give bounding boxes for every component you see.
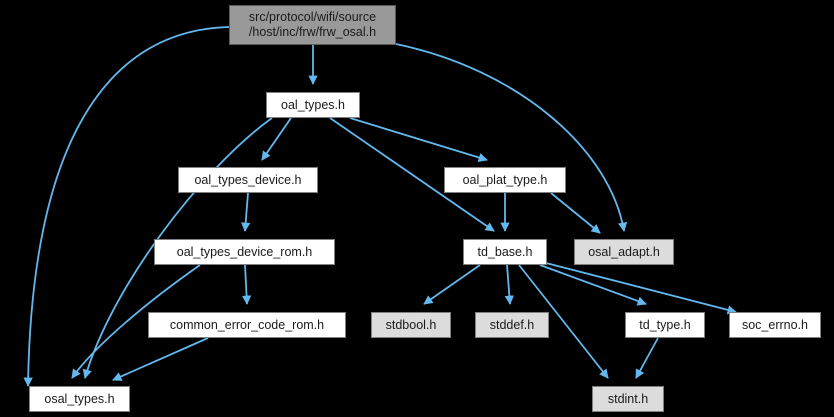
graph-node-label: stddef.h bbox=[489, 317, 535, 332]
graph-node-osal_types[interactable]: osal_types.h bbox=[29, 386, 130, 412]
graph-node-label: stdint.h bbox=[607, 391, 649, 406]
graph-node-label: td_base.h bbox=[477, 244, 533, 259]
graph-node-oal_plat_type[interactable]: oal_plat_type.h bbox=[444, 167, 566, 193]
graph-edge-oal_plat_type-to-osal_adapt bbox=[550, 192, 601, 234]
graph-node-label: common_error_code_rom.h bbox=[169, 317, 325, 332]
graph-node-common_error_code_rom[interactable]: common_error_code_rom.h bbox=[148, 312, 346, 338]
graph-node-label: src/protocol/wifi/source /host/inc/frw/f… bbox=[248, 10, 377, 39]
graph-edge-oal_types_device_rom-to-common_error_code_rom bbox=[241, 264, 252, 305]
graph-node-label: oal_plat_type.h bbox=[462, 172, 548, 187]
graph-node-label: stdbool.h bbox=[385, 317, 437, 332]
graph-node-label: oal_types.h bbox=[281, 97, 345, 112]
graph-edge-td_base-to-soc_errno bbox=[545, 262, 737, 315]
graph-edge-oal_types_device_rom-to-osal_types bbox=[71, 264, 201, 379]
graph-edge-oal_types_device-to-oal_types_device_rom bbox=[240, 192, 251, 232]
graph-node-oal_types[interactable]: oal_types.h bbox=[266, 92, 360, 118]
graph-edge-common_error_code_rom-to-osal_types bbox=[112, 337, 209, 381]
graph-node-oal_types_device_rom[interactable]: oal_types_device_rom.h bbox=[154, 239, 335, 265]
graph-node-label: osal_adapt.h bbox=[588, 244, 660, 259]
graph-node-stddef[interactable]: stddef.h bbox=[475, 312, 549, 338]
graph-edge-td_base-to-stddef bbox=[504, 264, 515, 305]
graph-node-frw_osal[interactable]: src/protocol/wifi/source /host/inc/frw/f… bbox=[229, 5, 396, 45]
graph-edge-oal_types-to-osal_types bbox=[82, 117, 273, 379]
graph-node-td_type[interactable]: td_type.h bbox=[625, 312, 705, 338]
graph-node-label: td_type.h bbox=[639, 317, 691, 332]
graph-edge-oal_types-to-oal_types_device bbox=[261, 117, 292, 161]
graph-edge-oal_types-to-oal_plat_type bbox=[349, 117, 488, 163]
graph-node-stdint[interactable]: stdint.h bbox=[592, 386, 664, 412]
graph-edge-td_base-to-stdint bbox=[518, 264, 609, 379]
graph-edge-td_type-to-stdint bbox=[635, 337, 659, 379]
graph-node-label: osal_types.h bbox=[44, 391, 115, 406]
graph-node-oal_types_device[interactable]: oal_types_device.h bbox=[178, 167, 318, 193]
graph-edge-td_base-to-stdbool bbox=[423, 264, 481, 305]
graph-edge-oal_types-to-td_base bbox=[329, 117, 495, 232]
graph-node-soc_errno[interactable]: soc_errno.h bbox=[729, 312, 821, 338]
graph-node-osal_adapt[interactable]: osal_adapt.h bbox=[574, 239, 674, 265]
graph-edge-td_base-to-td_type bbox=[539, 264, 647, 306]
graph-node-td_base[interactable]: td_base.h bbox=[463, 239, 547, 265]
graph-node-label: oal_types_device.h bbox=[194, 172, 302, 187]
graph-node-label: soc_errno.h bbox=[741, 317, 808, 332]
graph-node-label: oal_types_device_rom.h bbox=[176, 244, 313, 259]
graph-edge-frw_osal-to-osal_types bbox=[23, 26, 230, 387]
graph-node-stdbool[interactable]: stdbool.h bbox=[371, 312, 451, 338]
graph-edge-frw_osal-to-osal_adapt bbox=[395, 43, 628, 232]
